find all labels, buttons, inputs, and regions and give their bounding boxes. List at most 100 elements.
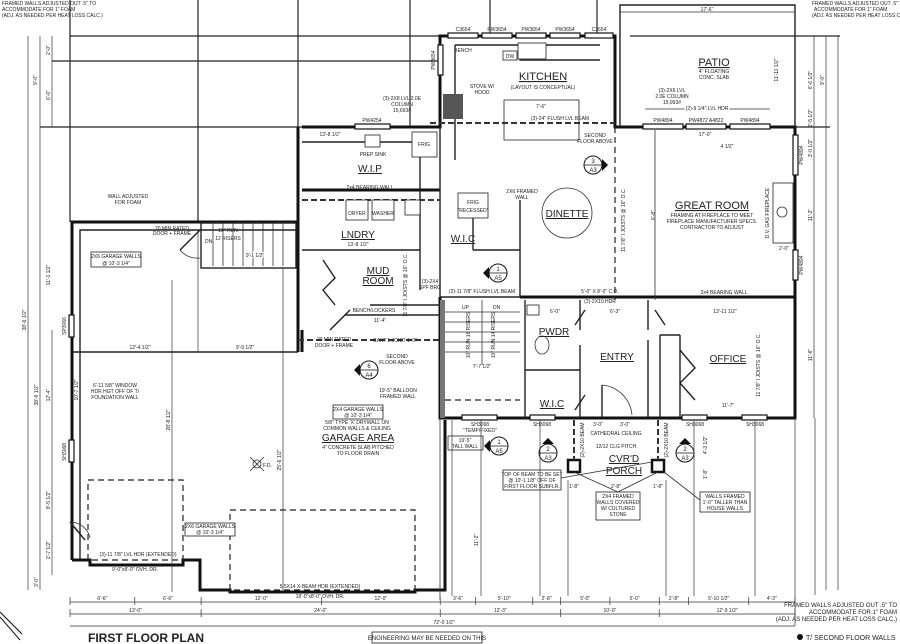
dimension-label: 25'-6 1/2"	[277, 449, 283, 470]
main-stair: UP DN 10" RUN 16 RISERS 10" RUN 14 RISER…	[440, 300, 520, 418]
stair-label: 10" RUN 14 RISERS	[491, 311, 497, 358]
note-text: 4" CONCRETE SLAB PITCHED	[322, 445, 394, 451]
room-label-entry: ENTRY	[600, 352, 634, 363]
note-text: ACCOMMODATE FOR 1" FOAM	[2, 7, 75, 13]
dimension-label: 11'-6"	[808, 349, 814, 362]
fireplace	[772, 182, 794, 244]
room-label-laundry: LNDRY	[341, 230, 375, 241]
section-sheet: A5	[495, 449, 503, 455]
section-number: 6	[367, 364, 371, 370]
note-text: CONTRACTOR TO ADJUST	[680, 225, 744, 231]
note-text: DOOR + FRAME	[153, 231, 192, 237]
legend-note: T/ SECOND FLOOR WALLS	[806, 635, 896, 642]
note-text: 6'-11 5/8" WINDOW	[93, 383, 137, 389]
dryer-label: DRYER	[348, 211, 366, 217]
door[interactable]	[574, 394, 586, 411]
dimension-label: 4'-3"	[767, 596, 777, 602]
note-text: 18'-0"x8'-0" OVH. DR.	[296, 594, 345, 600]
dimension-label: 5'-10 1/2"	[708, 596, 729, 602]
window-label: C3654	[592, 27, 607, 33]
section-sheet: A3	[544, 456, 552, 462]
note-text: (LAYOUT IS CONCEPTUAL)	[511, 85, 576, 91]
section-marker[interactable]: 2 A3	[538, 438, 558, 463]
bench-lockers-label: BENCH/LOCKERS	[353, 308, 396, 314]
section-marker[interactable]: 1 A5	[484, 436, 509, 456]
dimension-label: 11'-7"	[722, 403, 735, 409]
door[interactable]	[574, 309, 586, 326]
bifold-door[interactable]	[679, 349, 696, 401]
legend-dot-icon	[797, 634, 803, 640]
note-text: 19'-5"	[459, 438, 472, 444]
note-text: FOR FOAM	[115, 200, 141, 206]
note-text: WALLS FRAMED	[705, 494, 745, 500]
dimension-label: 13'-8 1/2"	[347, 242, 368, 248]
room-label-great-room: GREAT ROOM	[675, 200, 749, 212]
section-number: 3	[591, 159, 595, 165]
note-text: 20 MIN RATED	[155, 226, 189, 232]
note-text: 11 7/8" I JOISTS @ 16" O.C.	[403, 253, 409, 317]
section-marker[interactable]: 1 A5	[483, 263, 508, 283]
porch-column	[650, 458, 666, 474]
dimension-label: 2'-8"	[611, 484, 621, 490]
note-text: 19'-5" BALLOON	[379, 388, 417, 394]
laundry-mud: LNDRY 13'-8 1/2" MUD ROOM BENCH/LOCKERS …	[315, 230, 515, 400]
note-text: 2x4 BEARING WALL	[347, 185, 394, 191]
section-marker[interactable]: 2 A3	[675, 438, 695, 463]
note-text: (ADJ. AS NEEDED PER HEAT LOSS CALC.)	[812, 13, 900, 19]
dimension-row: 6'-6"6'-6"12'-0"12'-0"3'-6"5'-10"2'-8"5'…	[69, 596, 796, 605]
section-marker[interactable]: 6 A4	[354, 360, 379, 380]
window-label: PW4894	[799, 255, 805, 274]
dimension-label: 1'-8"	[653, 484, 663, 490]
window-label: PW4894	[799, 145, 805, 164]
engineering-note: ENGINEERING MAY BE NEEDED ON THIS	[368, 636, 486, 642]
room-label-wic: W.I.C	[451, 234, 475, 245]
section-number: 1	[496, 267, 500, 273]
window-label: PW4894	[653, 118, 672, 124]
bifold-door[interactable]	[322, 259, 336, 306]
note-text: "TEMP/FIXED"	[463, 428, 497, 434]
floor-drain-label: F.D.	[263, 463, 272, 469]
dimension-label: 12'-4 1/2"	[129, 345, 150, 351]
note-text: 11 7/8" I JOISTS @ 16" O.C.	[621, 188, 627, 252]
note-text: 1'-0" TALLER THAN	[703, 500, 748, 506]
note-text: FRAMED WALL	[380, 394, 416, 400]
note-text: @ 10'-1 1/8" OFF OF	[508, 478, 555, 484]
note-text: CONC. SLAB	[699, 75, 730, 81]
garage-side-door[interactable]	[69, 521, 86, 541]
note-text: 2X4 GARAGE WALLS	[333, 407, 383, 413]
stove-label: STOVE W/	[470, 84, 495, 90]
window-label: SH3068	[533, 422, 551, 428]
dimension-label: 3'-0 1/2"	[808, 139, 814, 158]
dimension-label: 6'-0"	[550, 309, 560, 315]
section-marker[interactable]: 3 A3	[583, 155, 608, 175]
note-text: 5.5X14 X-BEAM HDR (EXTENDED)	[280, 584, 361, 590]
note-text: FRAMING AT FIREPLACE TO MEET	[671, 213, 754, 219]
dimension-label: 9'-9 1/2"	[236, 345, 255, 351]
dimension-label: 24'-0"	[314, 608, 327, 614]
kitchen-sink	[517, 42, 547, 60]
note-text: COLUMN	[391, 102, 413, 108]
door[interactable]	[329, 309, 351, 331]
note-text: (3)-2X4	[422, 279, 439, 285]
north-arrow-icon	[0, 611, 23, 641]
door[interactable]	[654, 309, 666, 326]
note-text: DOOR + FRAME	[315, 343, 354, 349]
dimension-label: 6'-6"	[97, 596, 107, 602]
note-text: 4" FLOATING	[699, 69, 730, 75]
toilet	[534, 335, 550, 355]
garage-house-door[interactable]	[179, 229, 201, 251]
note-text: @ 10'-3 1/4"	[196, 530, 224, 536]
section-number: 2	[546, 447, 550, 453]
overhead-door-18ft-swing	[229, 509, 416, 591]
dimension-label: 2'-8"	[669, 596, 679, 602]
garage: F.D. 12'-4 1/2" 9'-9 1/2" 28'-8 1/2" 25'…	[68, 194, 447, 600]
room-label-dinette: DINETTE	[546, 209, 589, 220]
note-text: 2X6 GARAGE WALLS	[185, 524, 235, 530]
note-text: 5/8" TYPE 'X' DRYWALL ON	[325, 420, 389, 426]
dimension-label: 2'-5 1/2"	[808, 109, 814, 128]
dimension-label: 4'-3 1/2"	[703, 436, 709, 455]
dimension-label: 7'-7 1/2"	[473, 364, 492, 370]
dimension-label: 6'-0"	[46, 90, 52, 100]
bottom-dimensions: 6'-6"6'-6"12'-0"12'-0"3'-6"5'-10"2'-8"5'…	[69, 596, 796, 627]
